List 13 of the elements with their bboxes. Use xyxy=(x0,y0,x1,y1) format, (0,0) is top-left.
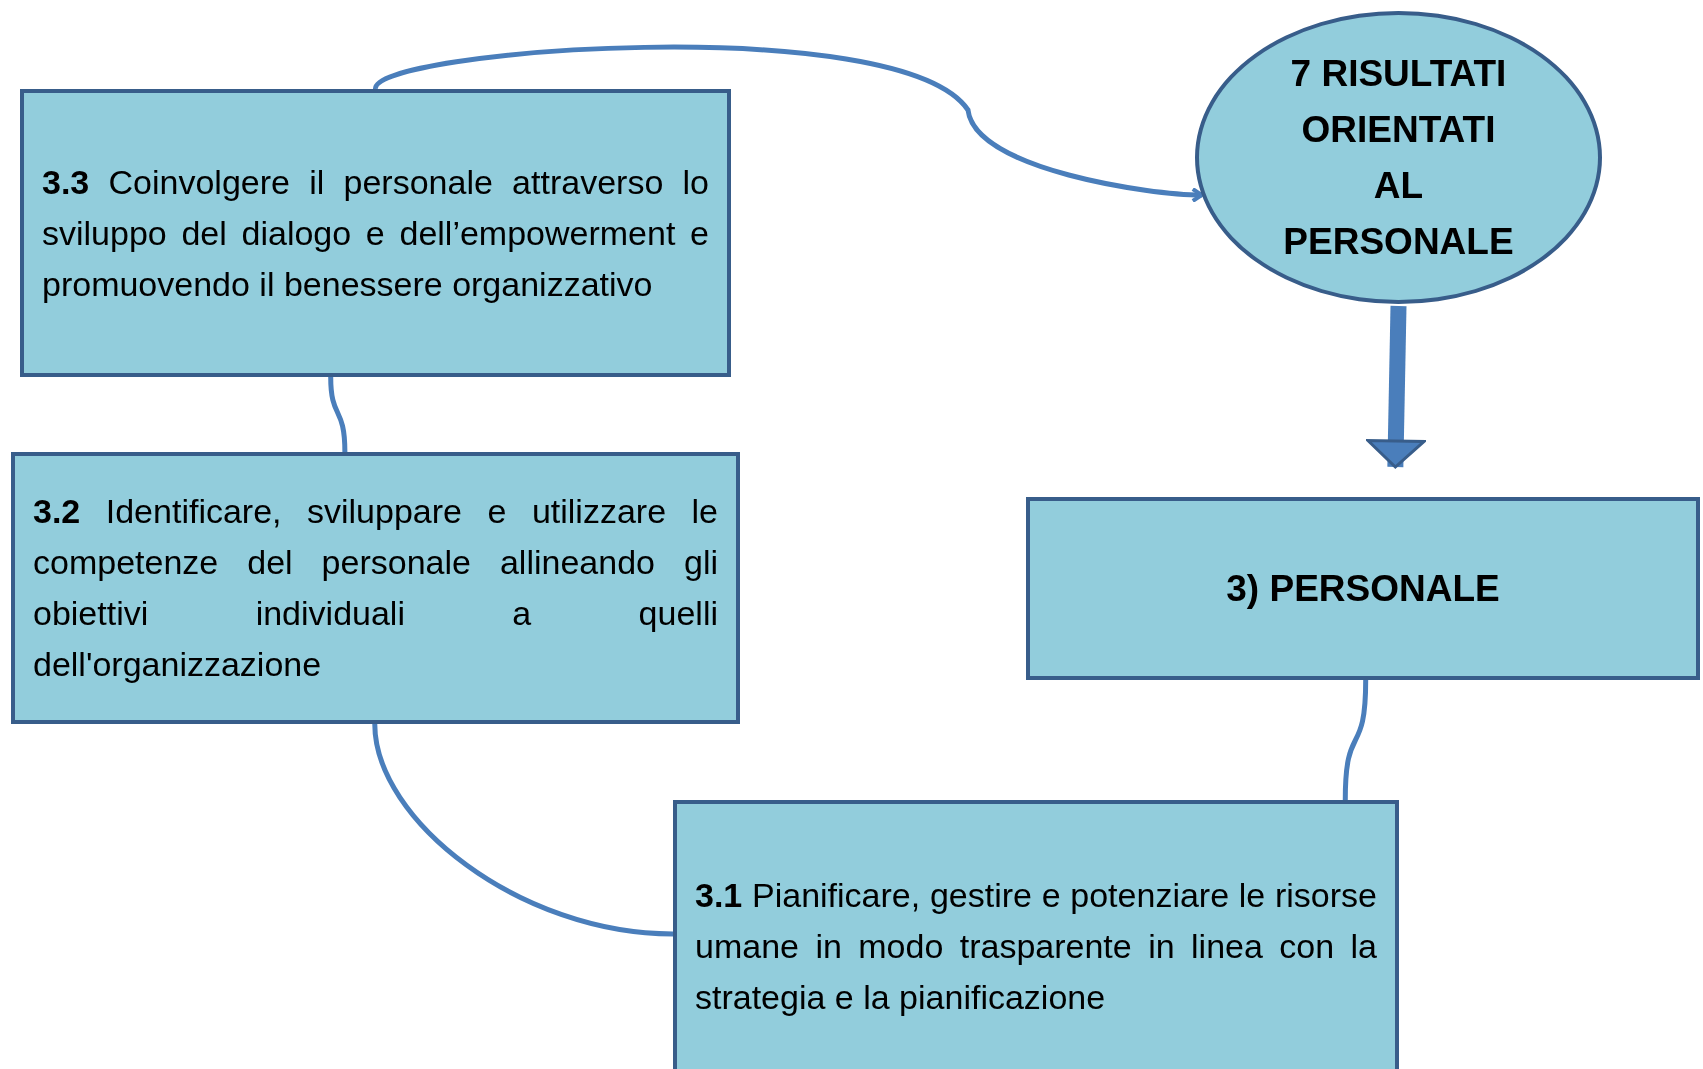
box-description: 3.3 Coinvolgere il personale attraverso lo sviluppo del dialogo e dell’empowerment e promuovendo il benessere organizzativo xyxy=(42,161,709,305)
process-box xyxy=(11,452,740,724)
ellipse-title: 7 RISULTATI ORIENTATI AL PERSONALE xyxy=(1282,51,1515,264)
connector-line xyxy=(1342,679,1369,801)
process-box xyxy=(673,800,1399,1069)
process-box xyxy=(20,89,731,377)
block-arrow xyxy=(1366,305,1426,469)
box-description: 3.1 Pianificare, gestire e potenziare le risorse umane in modo trasparente in linea con la strategia e la pianificazione xyxy=(695,875,1377,1018)
process-box xyxy=(1026,497,1700,680)
box-title: 3) PERSONALE xyxy=(1226,566,1500,611)
connector-line xyxy=(328,376,348,453)
connector-line xyxy=(372,723,674,937)
box-description: 3.2 Identificare, sviluppare e utilizzare le competenze del personale allineando gli obiettivi individuali a quelli dell'organizzazione xyxy=(33,491,718,685)
